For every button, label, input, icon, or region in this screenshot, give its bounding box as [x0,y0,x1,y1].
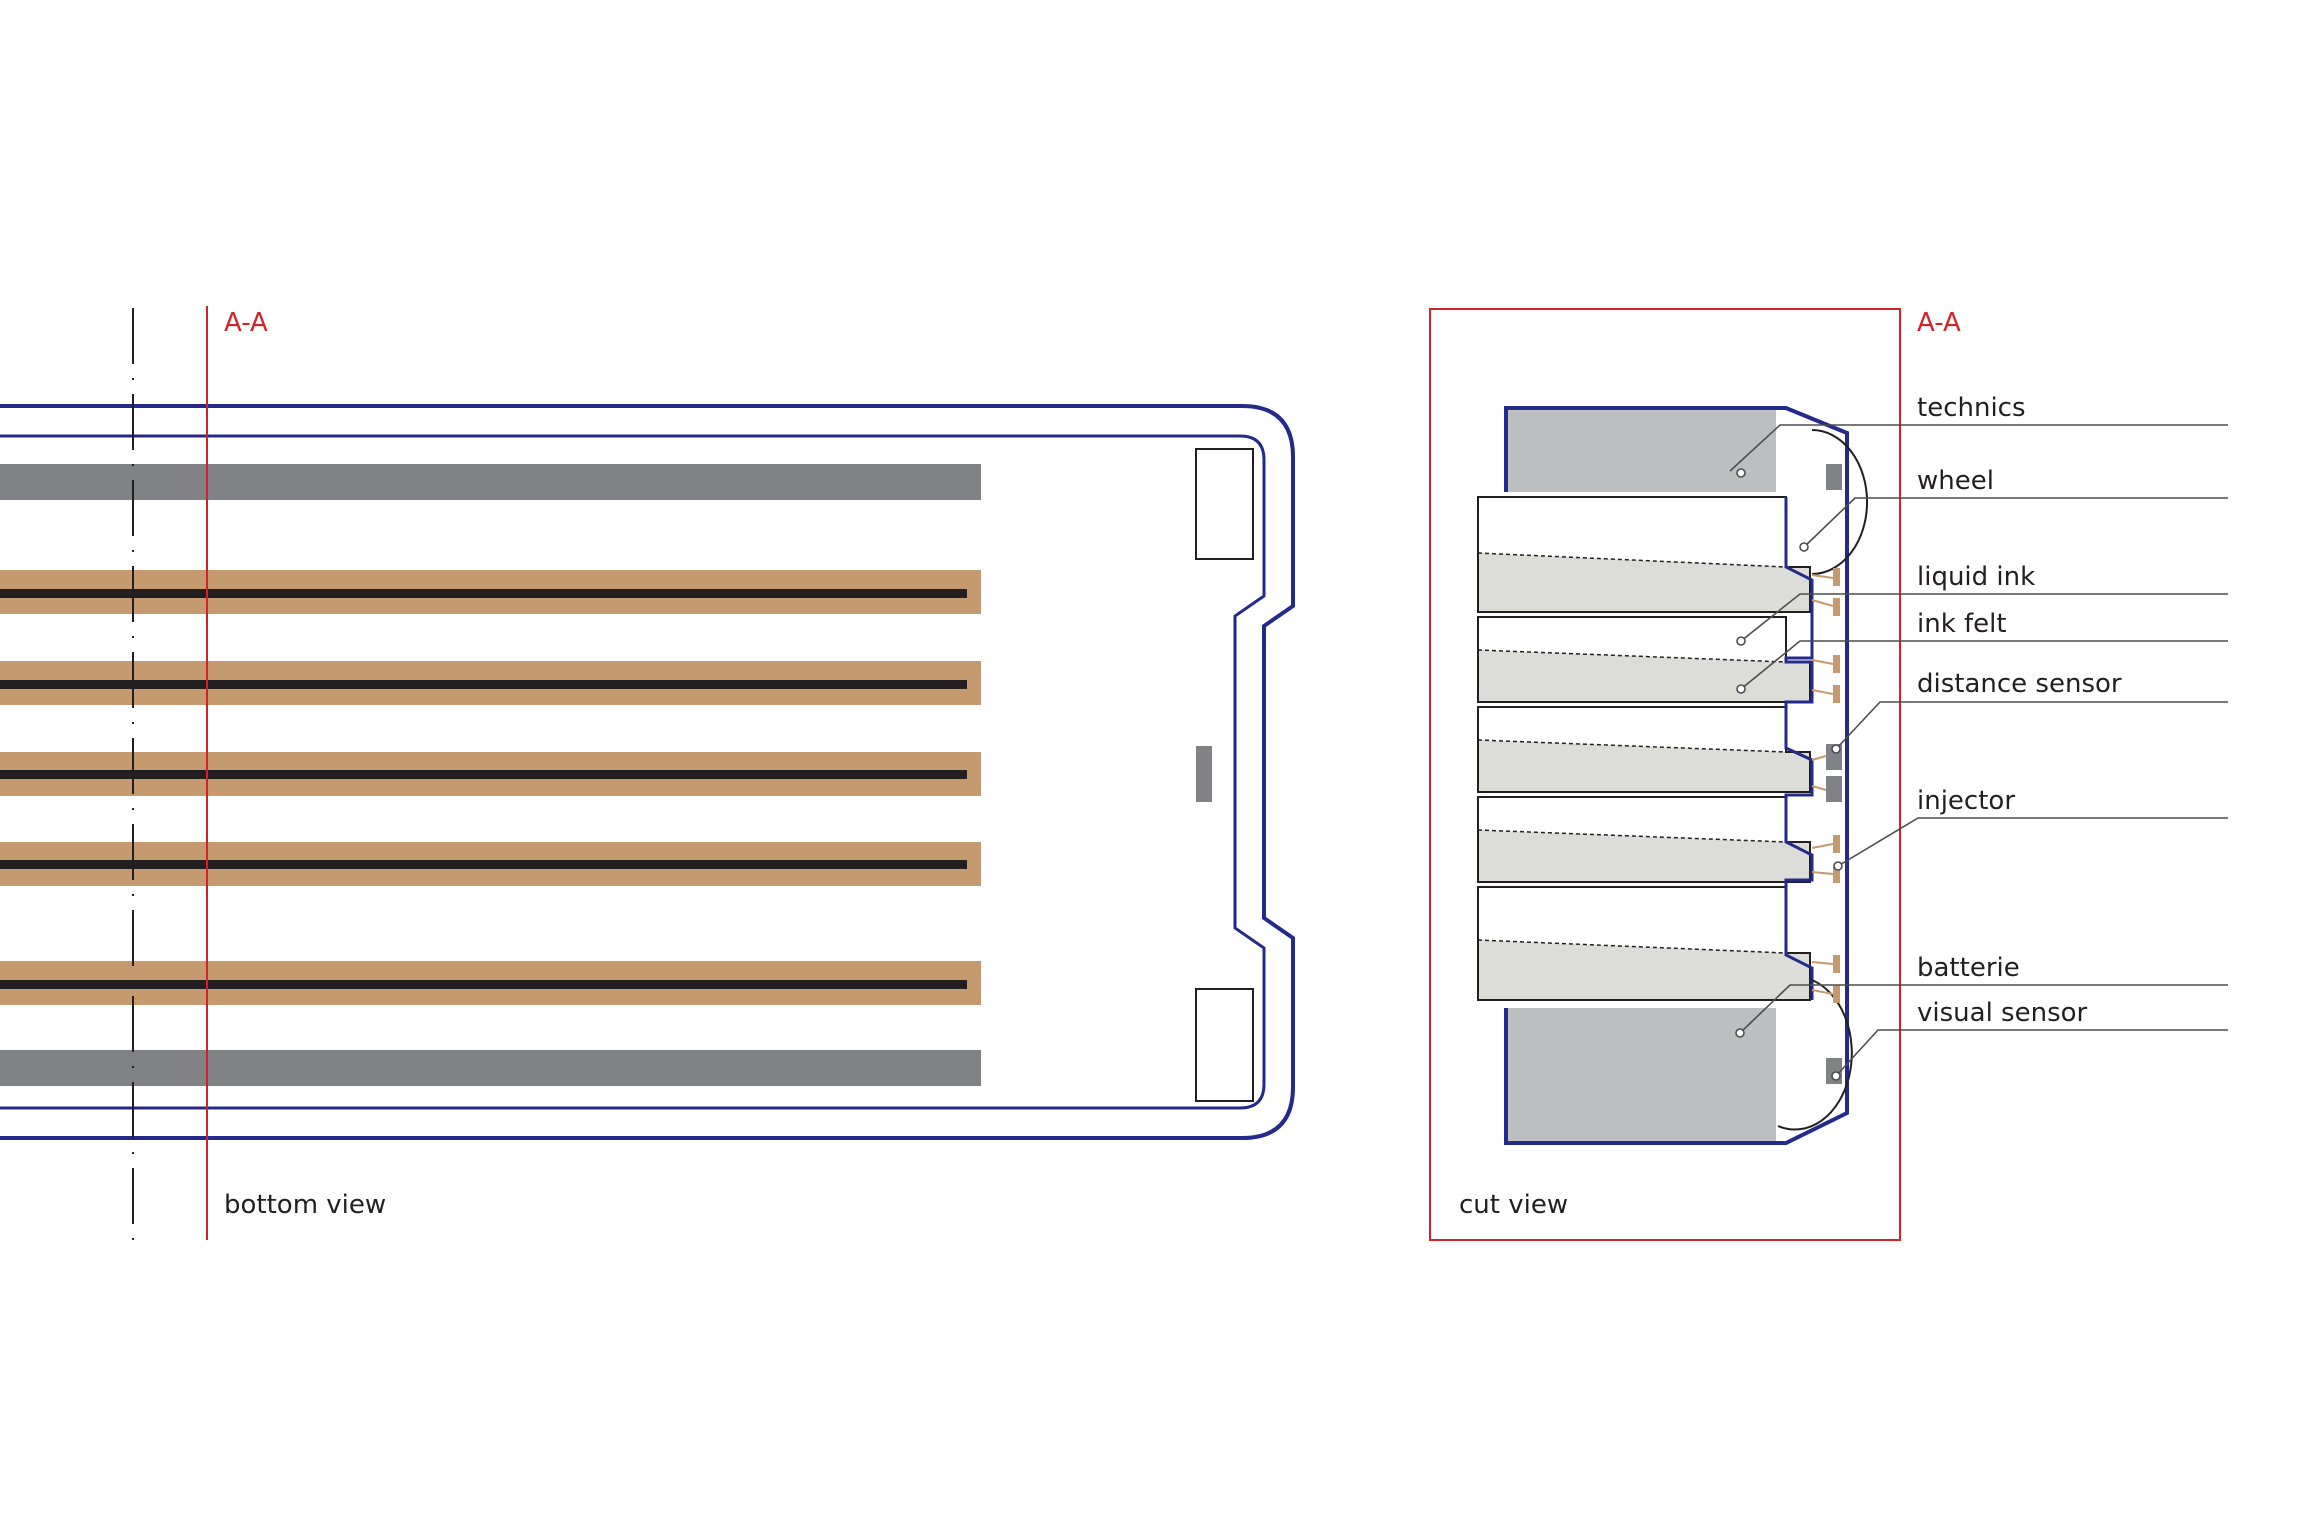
section-label-right: A-A [1917,308,1961,338]
leader-batterie [1739,984,2228,1034]
grey-bar-top [0,464,981,500]
ink-cartridge-4 [1477,796,1811,883]
housing-outer-outline [0,404,1295,1140]
injector-feed-lines [1811,574,1834,995]
ink-cartridge-1 [1477,496,1811,613]
battery-block [1506,1008,1776,1143]
leader-visual-sensor [1835,1029,2228,1077]
ink-cartridge-2 [1477,616,1811,703]
wheel-sensor-top [1826,464,1842,490]
technics-block-edge [1504,406,1786,492]
leader-distance-sensor [1835,701,2228,750]
callout-batterie: batterie [1917,953,2020,983]
wheel-slot-bottom [1195,988,1254,1102]
technics-block [1506,408,1776,492]
callout-liquid-ink: liquid ink [1917,562,2035,592]
cut-view-drawing: A-A technics wheel liquid ink ink felt d… [1429,308,2228,1241]
callout-ink-felt: ink felt [1917,609,2007,639]
callout-leaders [1729,424,2228,1077]
leader-injector [1837,817,2228,867]
cut-view-label: cut view [1459,1190,1568,1220]
bottom-view-label: bottom view [224,1190,386,1220]
bottom-view-drawing: A-A bottom view [0,306,1295,1240]
wheel-bottom [1777,979,1853,1131]
distance-sensor-block [1196,746,1212,802]
ink-line-2 [0,680,967,689]
injectors [1833,568,1840,1003]
housing-inner-outline [0,434,1266,1110]
callout-visual-sensor: visual sensor [1917,998,2088,1028]
distance-sensor-2 [1826,776,1842,802]
ink-line-3 [0,770,967,779]
ink-line-4 [0,860,967,869]
ink-cartridge-3 [1477,706,1811,793]
callout-distance-sensor: distance sensor [1917,669,2122,699]
callout-dots [1735,468,1843,1081]
battery-block-edge [1504,1008,1786,1145]
ink-line-5 [0,980,967,989]
wheel-slot-top [1195,448,1254,560]
cut-inner-wall [1784,497,1814,1000]
leader-liquid-ink [1740,593,2228,642]
ink-line-1 [0,589,967,598]
cut-view-frame [1429,308,1901,1241]
wheel-top [1811,429,1869,575]
section-label-left: A-A [224,308,268,338]
leader-technics [1729,424,2228,472]
ink-cartridge-5 [1477,886,1811,1001]
leader-ink-felt [1740,640,2228,690]
leader-wheel [1803,497,2228,548]
grey-bar-bottom [0,1050,981,1086]
callout-injector: injector [1917,786,2015,816]
callout-wheel: wheel [1917,466,1994,496]
callout-technics: technics [1917,393,2026,423]
